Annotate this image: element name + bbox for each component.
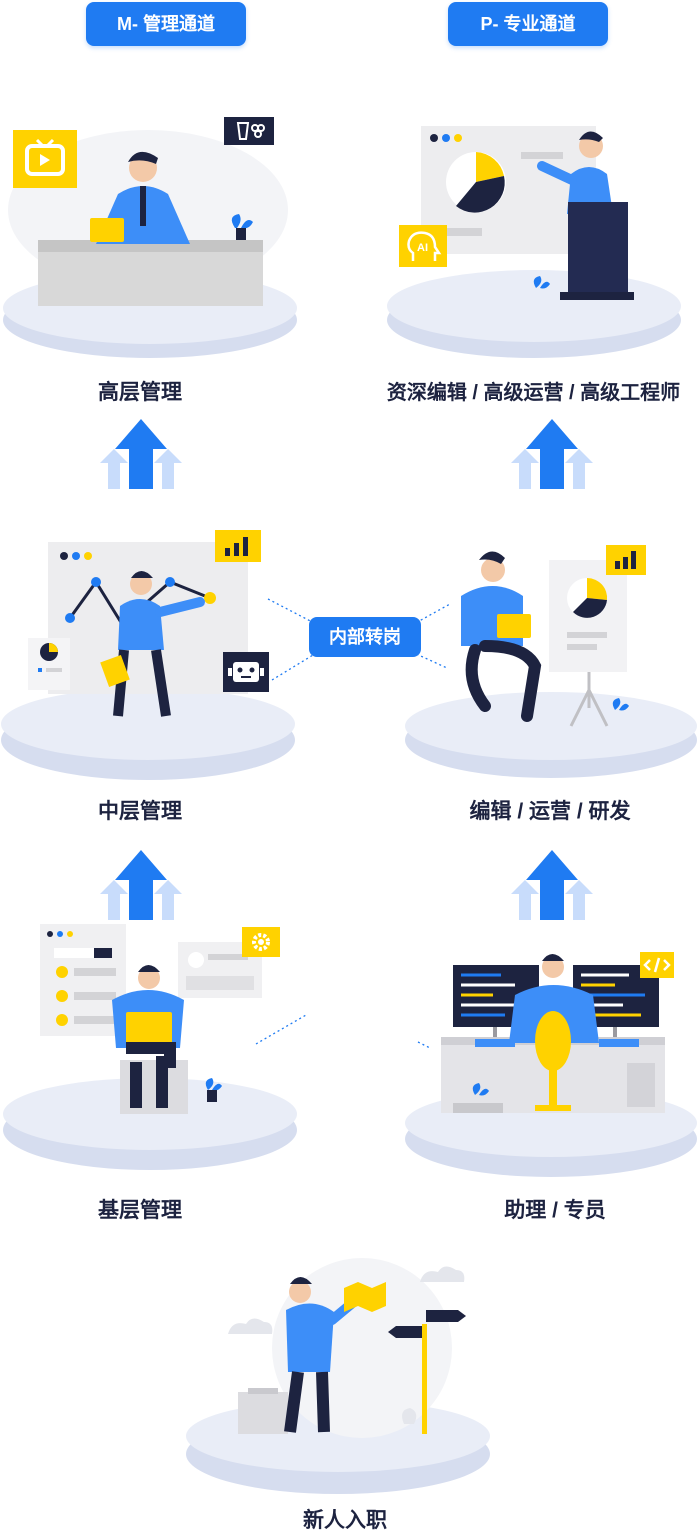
junior-management-label: 基层管理 [98, 1199, 182, 1222]
senior-professional-illustration [387, 126, 681, 358]
junior-management-illustration [3, 924, 297, 1170]
tv-play-icon [13, 130, 77, 188]
promotion-arrow-icon [511, 850, 593, 920]
senior-professional-label: 资深编辑 / 高级运营 / 高级工程师 [386, 382, 681, 404]
promotion-arrow-icon [511, 419, 593, 489]
management-track-badge: M- 管理通道 [86, 2, 246, 46]
gear-icon [242, 927, 280, 957]
professional-track-badge: P- 专业通道 [448, 2, 608, 46]
senior-management-illustration [3, 130, 297, 358]
internal-transfer-badge: 内部转岗 [309, 617, 421, 657]
svg-text:AI: AI [417, 242, 428, 254]
ai-head-icon: AI [399, 225, 447, 267]
robot-icon [223, 652, 269, 692]
junior-professional-illustration [405, 954, 697, 1177]
middle-management-illustration [1, 542, 295, 780]
middle-management-label: 中层管理 [98, 800, 182, 823]
hexagon-badge-icon [224, 117, 274, 145]
junior-professional-label: 助理 / 专员 [504, 1199, 606, 1222]
promotion-arrow-icon [100, 850, 182, 920]
bar-chart-icon [606, 545, 646, 575]
middle-professional-illustration [405, 551, 697, 778]
senior-management-label: 高层管理 [98, 381, 182, 404]
promotion-arrow-icon [100, 419, 182, 489]
new-hire-label: 新人入职 [303, 1509, 387, 1532]
middle-professional-label: 编辑 / 运营 / 研发 [469, 800, 631, 823]
code-icon [640, 952, 674, 978]
new-hire-illustration [186, 1258, 490, 1494]
bar-chart-icon [215, 530, 261, 562]
